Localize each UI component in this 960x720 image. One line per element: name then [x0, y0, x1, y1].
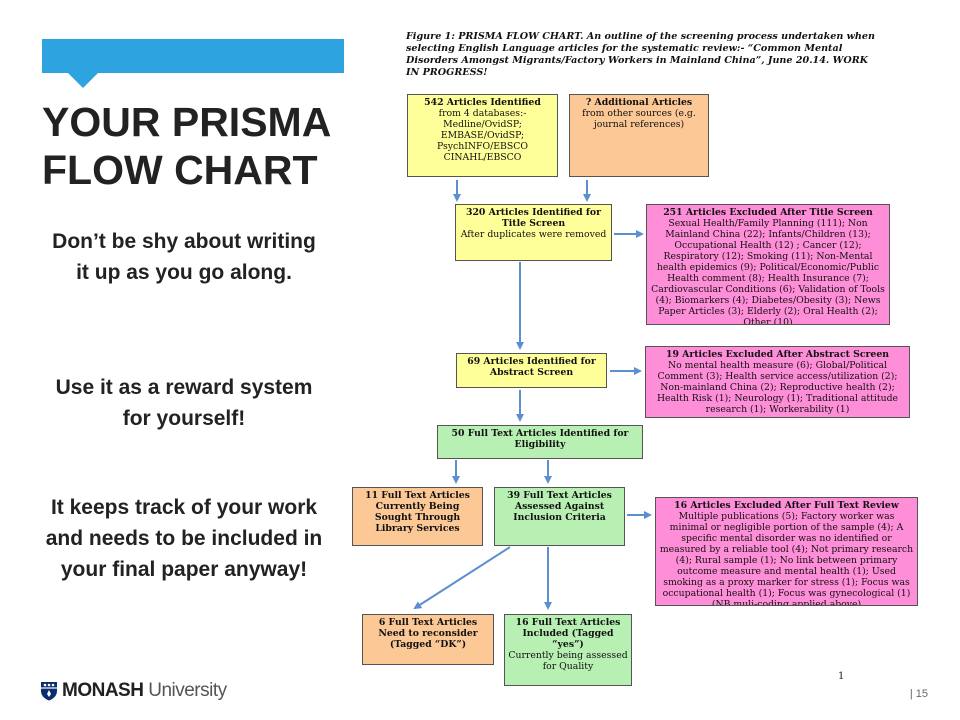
box-title-screen: 320 Articles Identified for Title Screen…: [455, 204, 612, 261]
box-included: 16 Full Text Articles Included (Tagged “…: [504, 614, 632, 686]
banner-notch: [68, 73, 98, 88]
monash-wordmark: MONASH University: [62, 680, 227, 702]
box-assessed-inclusion-title: 39 Full Text Articles Assessed Against I…: [507, 490, 612, 523]
figure-page-number: 1: [838, 671, 845, 682]
box-articles-identified: 542 Articles Identified from 4 databases…: [407, 94, 558, 177]
box-excluded-abstract-screen: 19 Articles Excluded After Abstract Scre…: [645, 346, 910, 418]
box-included-body: Currently being assessed for Quality: [508, 650, 628, 672]
arrow-assessed-to-reconsider: [413, 546, 511, 610]
figure-caption: Figure 1: PRISMA FLOW CHART. An outline …: [406, 31, 875, 78]
box-full-text-eligibility-title: 50 Full Text Articles Identified for Eli…: [451, 428, 629, 450]
box-additional-articles-body: from other sources (e.g. journal referen…: [582, 108, 696, 130]
box-additional-articles: ? Additional Articles from other sources…: [569, 94, 709, 177]
monash-wordmark-brand: MONASH: [62, 680, 144, 701]
box-articles-identified-body: from 4 databases:- Medline/OvidSP; EMBAS…: [437, 108, 528, 163]
box-abstract-screen-title: 69 Articles Identified for Abstract Scre…: [467, 356, 596, 378]
monash-wordmark-suffix: University: [143, 680, 227, 701]
box-excluded-abstract-screen-title: 19 Articles Excluded After Abstract Scre…: [665, 349, 890, 360]
box-excluded-title-screen: 251 Articles Excluded After Title Screen…: [646, 204, 890, 325]
box-full-text-eligibility: 50 Full Text Articles Identified for Eli…: [437, 425, 643, 459]
box-excluded-full-text-body: Multiple publications (5); Factory worke…: [659, 511, 914, 606]
box-abstract-screen: 69 Articles Identified for Abstract Scre…: [456, 353, 607, 388]
monash-logo: MONASH University: [40, 680, 227, 702]
box-reconsider-title: 6 Full Text Articles Need to reconsider …: [378, 617, 478, 650]
box-library-services: 11 Full Text Articles Currently Being So…: [352, 487, 483, 546]
body-paragraph-1: Don’t be shy about writing it up as you …: [52, 230, 316, 284]
box-title-screen-body: After duplicates were removed: [460, 229, 607, 240]
box-included-title: 16 Full Text Articles Included (Tagged “…: [515, 617, 621, 650]
box-additional-articles-title: ? Additional Articles: [585, 97, 693, 108]
box-title-screen-title: 320 Articles Identified for Title Screen: [465, 207, 602, 229]
box-excluded-title-screen-body: Sexual Health/Family Planning (111); Non…: [651, 218, 885, 325]
box-excluded-abstract-screen-body: No mental health measure (6); Global/Pol…: [656, 360, 899, 415]
body-paragraph-3: It keeps track of your work and needs to…: [45, 496, 323, 581]
slide-page-number: | 15: [909, 688, 928, 700]
title-banner: [42, 39, 344, 73]
slide-title-line2: FLOW CHART: [42, 147, 318, 193]
slide-title: YOUR PRISMA FLOW CHART: [42, 98, 362, 194]
box-reconsider: 6 Full Text Articles Need to reconsider …: [362, 614, 494, 665]
box-library-services-title: 11 Full Text Articles Currently Being So…: [365, 490, 470, 534]
monash-crest-icon: [41, 682, 57, 701]
slide-title-line1: YOUR PRISMA: [42, 99, 332, 145]
box-excluded-full-text-title: 16 Articles Excluded After Full Text Rev…: [674, 500, 899, 511]
box-articles-identified-title: 542 Articles Identified: [424, 97, 541, 108]
box-excluded-full-text: 16 Articles Excluded After Full Text Rev…: [655, 497, 918, 606]
box-assessed-inclusion: 39 Full Text Articles Assessed Against I…: [494, 487, 625, 546]
body-paragraph-2: Use it as a reward system for yourself!: [55, 376, 313, 430]
box-excluded-title-screen-title: 251 Articles Excluded After Title Screen: [663, 207, 873, 218]
